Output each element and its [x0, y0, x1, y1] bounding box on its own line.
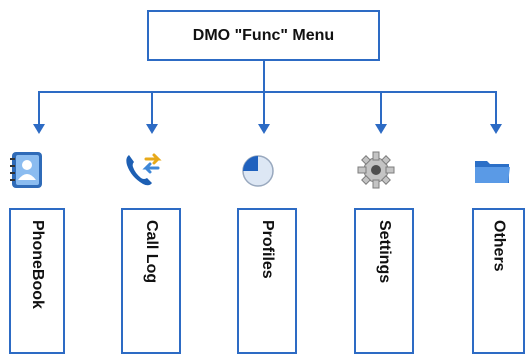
call-log-icon: [121, 149, 163, 191]
arrowhead-call-log: [146, 124, 158, 134]
arrowhead-profiles: [258, 124, 270, 134]
phonebook-icon: [5, 149, 47, 191]
root-menu-box: DMO "Func" Menu: [147, 10, 380, 61]
item-box-phonebook: PhoneBook: [9, 208, 65, 354]
horizontal-bus-line: [38, 91, 495, 93]
arrowhead-settings: [375, 124, 387, 134]
drop-line-phonebook: [38, 91, 40, 126]
root-menu-title: DMO "Func" Menu: [193, 27, 334, 45]
folder-icon: [472, 149, 514, 191]
drop-line-call-log: [151, 91, 153, 126]
item-box-settings: Settings: [354, 208, 414, 354]
item-box-call-log: Call Log: [121, 208, 181, 354]
arrowhead-others: [490, 124, 502, 134]
drop-line-settings: [380, 91, 382, 126]
item-label-settings: Settings: [375, 220, 393, 283]
root-stem-line: [263, 61, 265, 92]
drop-line-others: [495, 91, 497, 126]
profiles-icon: [237, 149, 279, 191]
item-box-profiles: Profiles: [237, 208, 297, 354]
item-label-call-log: Call Log: [142, 220, 160, 283]
drop-line-profiles: [263, 91, 265, 126]
item-box-others: Others: [472, 208, 525, 354]
arrowhead-phonebook: [33, 124, 45, 134]
item-label-phonebook: PhoneBook: [28, 220, 46, 309]
settings-gear-icon: [355, 149, 397, 191]
item-label-others: Others: [490, 220, 508, 272]
item-label-profiles: Profiles: [258, 220, 276, 279]
